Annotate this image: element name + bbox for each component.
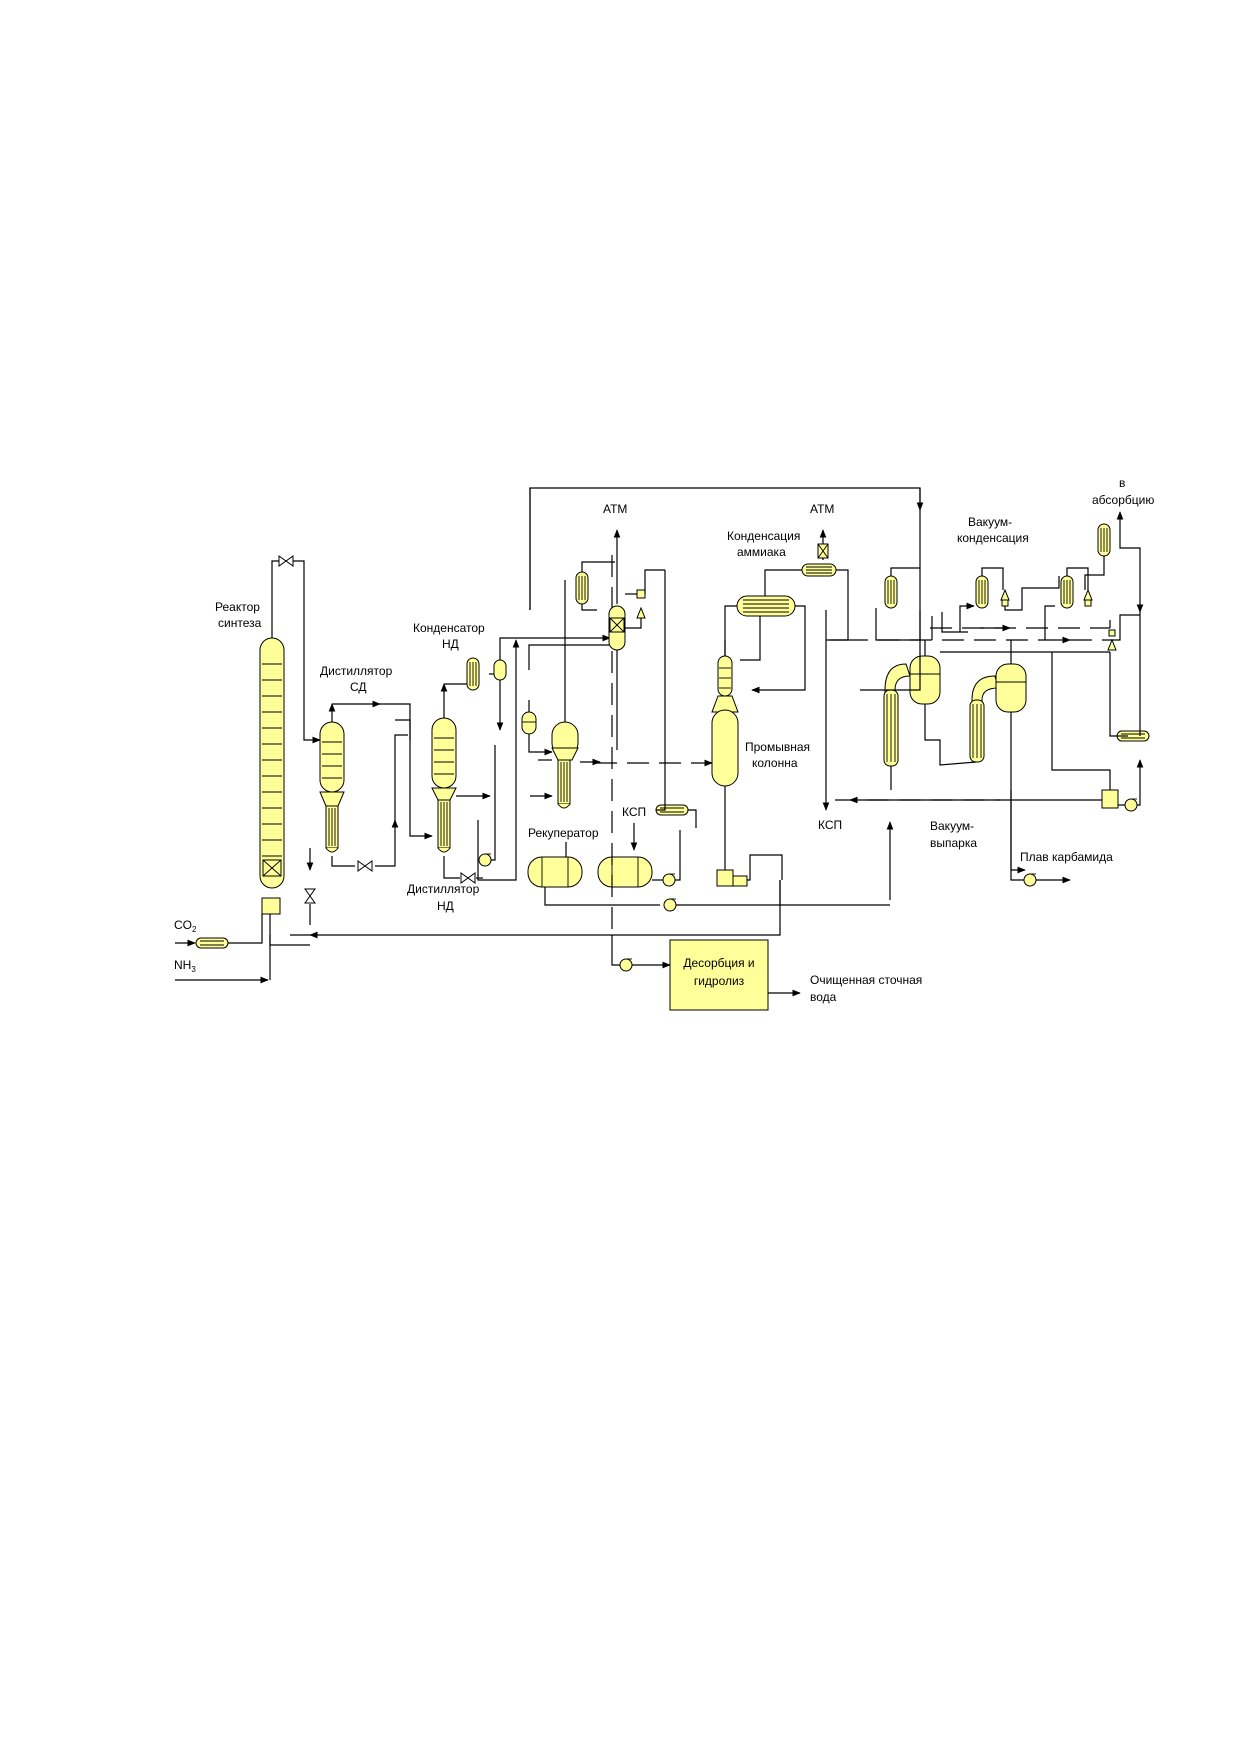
valve-icon	[304, 888, 316, 904]
separator-drum-icon	[493, 659, 507, 681]
pump-icon	[1124, 798, 1138, 812]
distiller-nd-label-1: Дистиллятор	[407, 882, 480, 896]
small-vessel-icon	[636, 589, 646, 599]
distiller-nd	[431, 717, 457, 853]
ejector-icon	[1083, 588, 1093, 601]
vacuum-condensation-label-2: конденсация	[957, 531, 1029, 545]
distiller-sd-label-1: Дистиллятор	[320, 664, 393, 678]
pump-icon	[663, 898, 677, 912]
atm-label-1: АТМ	[603, 502, 627, 516]
recuperator-drum-2	[597, 856, 653, 888]
vacuum-condenser-3-icon	[1060, 575, 1074, 609]
vacuum-evaporation-label-1: Вакуум-	[930, 819, 974, 833]
condenser-nd-label-1: Конденсатор	[413, 621, 485, 635]
absorption-condenser-icon	[1097, 523, 1111, 557]
pump-icon	[1023, 873, 1037, 887]
vacuum-condenser-2-icon	[975, 575, 989, 609]
distiller-nd-label-2: НД	[437, 899, 454, 913]
treated-water-label-2: вода	[810, 990, 837, 1004]
ejector-icon	[636, 606, 646, 619]
vacuum-evaporation-label-2: выпарка	[930, 836, 977, 850]
vacuum-condenser-1-icon	[884, 575, 898, 609]
ksp-label-1: КСП	[622, 805, 646, 819]
pump-tank-icon	[1101, 789, 1119, 809]
ammonia-condensation-label-2: аммиака	[737, 545, 786, 559]
recuperator-label: Рекуператор	[528, 826, 599, 840]
treated-water-label-1: Очищенная сточная	[810, 973, 922, 987]
nh3-label: NH3	[174, 958, 196, 974]
desorption-hydrolysis-unit	[669, 939, 769, 1011]
atm-label-2: АТМ	[810, 502, 834, 516]
vacuum-evaporator-1	[883, 655, 941, 767]
condenser-icon	[575, 571, 589, 605]
co2-label: CO2	[174, 918, 197, 934]
condenser-nd-icon	[466, 657, 480, 691]
vacuum-condensation-label-1: Вакуум-	[968, 515, 1012, 529]
ammonia-condensation-label-1: Конденсация	[727, 529, 800, 543]
ejector-icon	[1000, 588, 1010, 601]
to-absorption-label-1: в	[1119, 476, 1125, 490]
small-drum-icon	[521, 711, 537, 735]
ejector-icon	[1107, 638, 1117, 651]
reactor-label-1: Реактор	[215, 600, 260, 614]
to-absorption-label-2: абсорбцию	[1092, 493, 1154, 507]
valve-icon	[357, 860, 373, 872]
desorption-hydrolysis-label-1: Десорбция и	[683, 956, 754, 970]
recuperator-drum-1	[527, 856, 583, 888]
distiller-sd-label-2: СД	[350, 680, 367, 694]
synthesis-reactor	[259, 637, 285, 915]
wash-column-label-2: колонна	[752, 756, 798, 770]
ammonia-condenser-small	[801, 563, 837, 577]
valve-icon	[278, 555, 294, 567]
reactor-label-2: синтеза	[218, 616, 262, 630]
pump-icon	[662, 873, 676, 887]
scrubber-column	[608, 605, 626, 651]
wash-column-label-1: Промывная	[745, 740, 810, 754]
condenser-nd-label-2: НД	[442, 637, 459, 651]
pump-icon	[478, 853, 492, 867]
desorption-hydrolysis-label-2: гидролиз	[694, 974, 745, 988]
vacuum-evaporator-2	[969, 663, 1027, 763]
co2-heater-icon	[195, 937, 229, 949]
distiller-sd	[319, 721, 345, 853]
urea-melt-label: Плав карбамида	[1020, 850, 1113, 864]
ammonia-condenser-large	[736, 595, 796, 617]
wash-column	[711, 655, 739, 787]
pump-tank-icon	[716, 869, 734, 887]
ksp-label-2: КСП	[818, 818, 842, 832]
pump-icon	[619, 958, 633, 972]
recuperator-evaporator	[551, 721, 579, 809]
